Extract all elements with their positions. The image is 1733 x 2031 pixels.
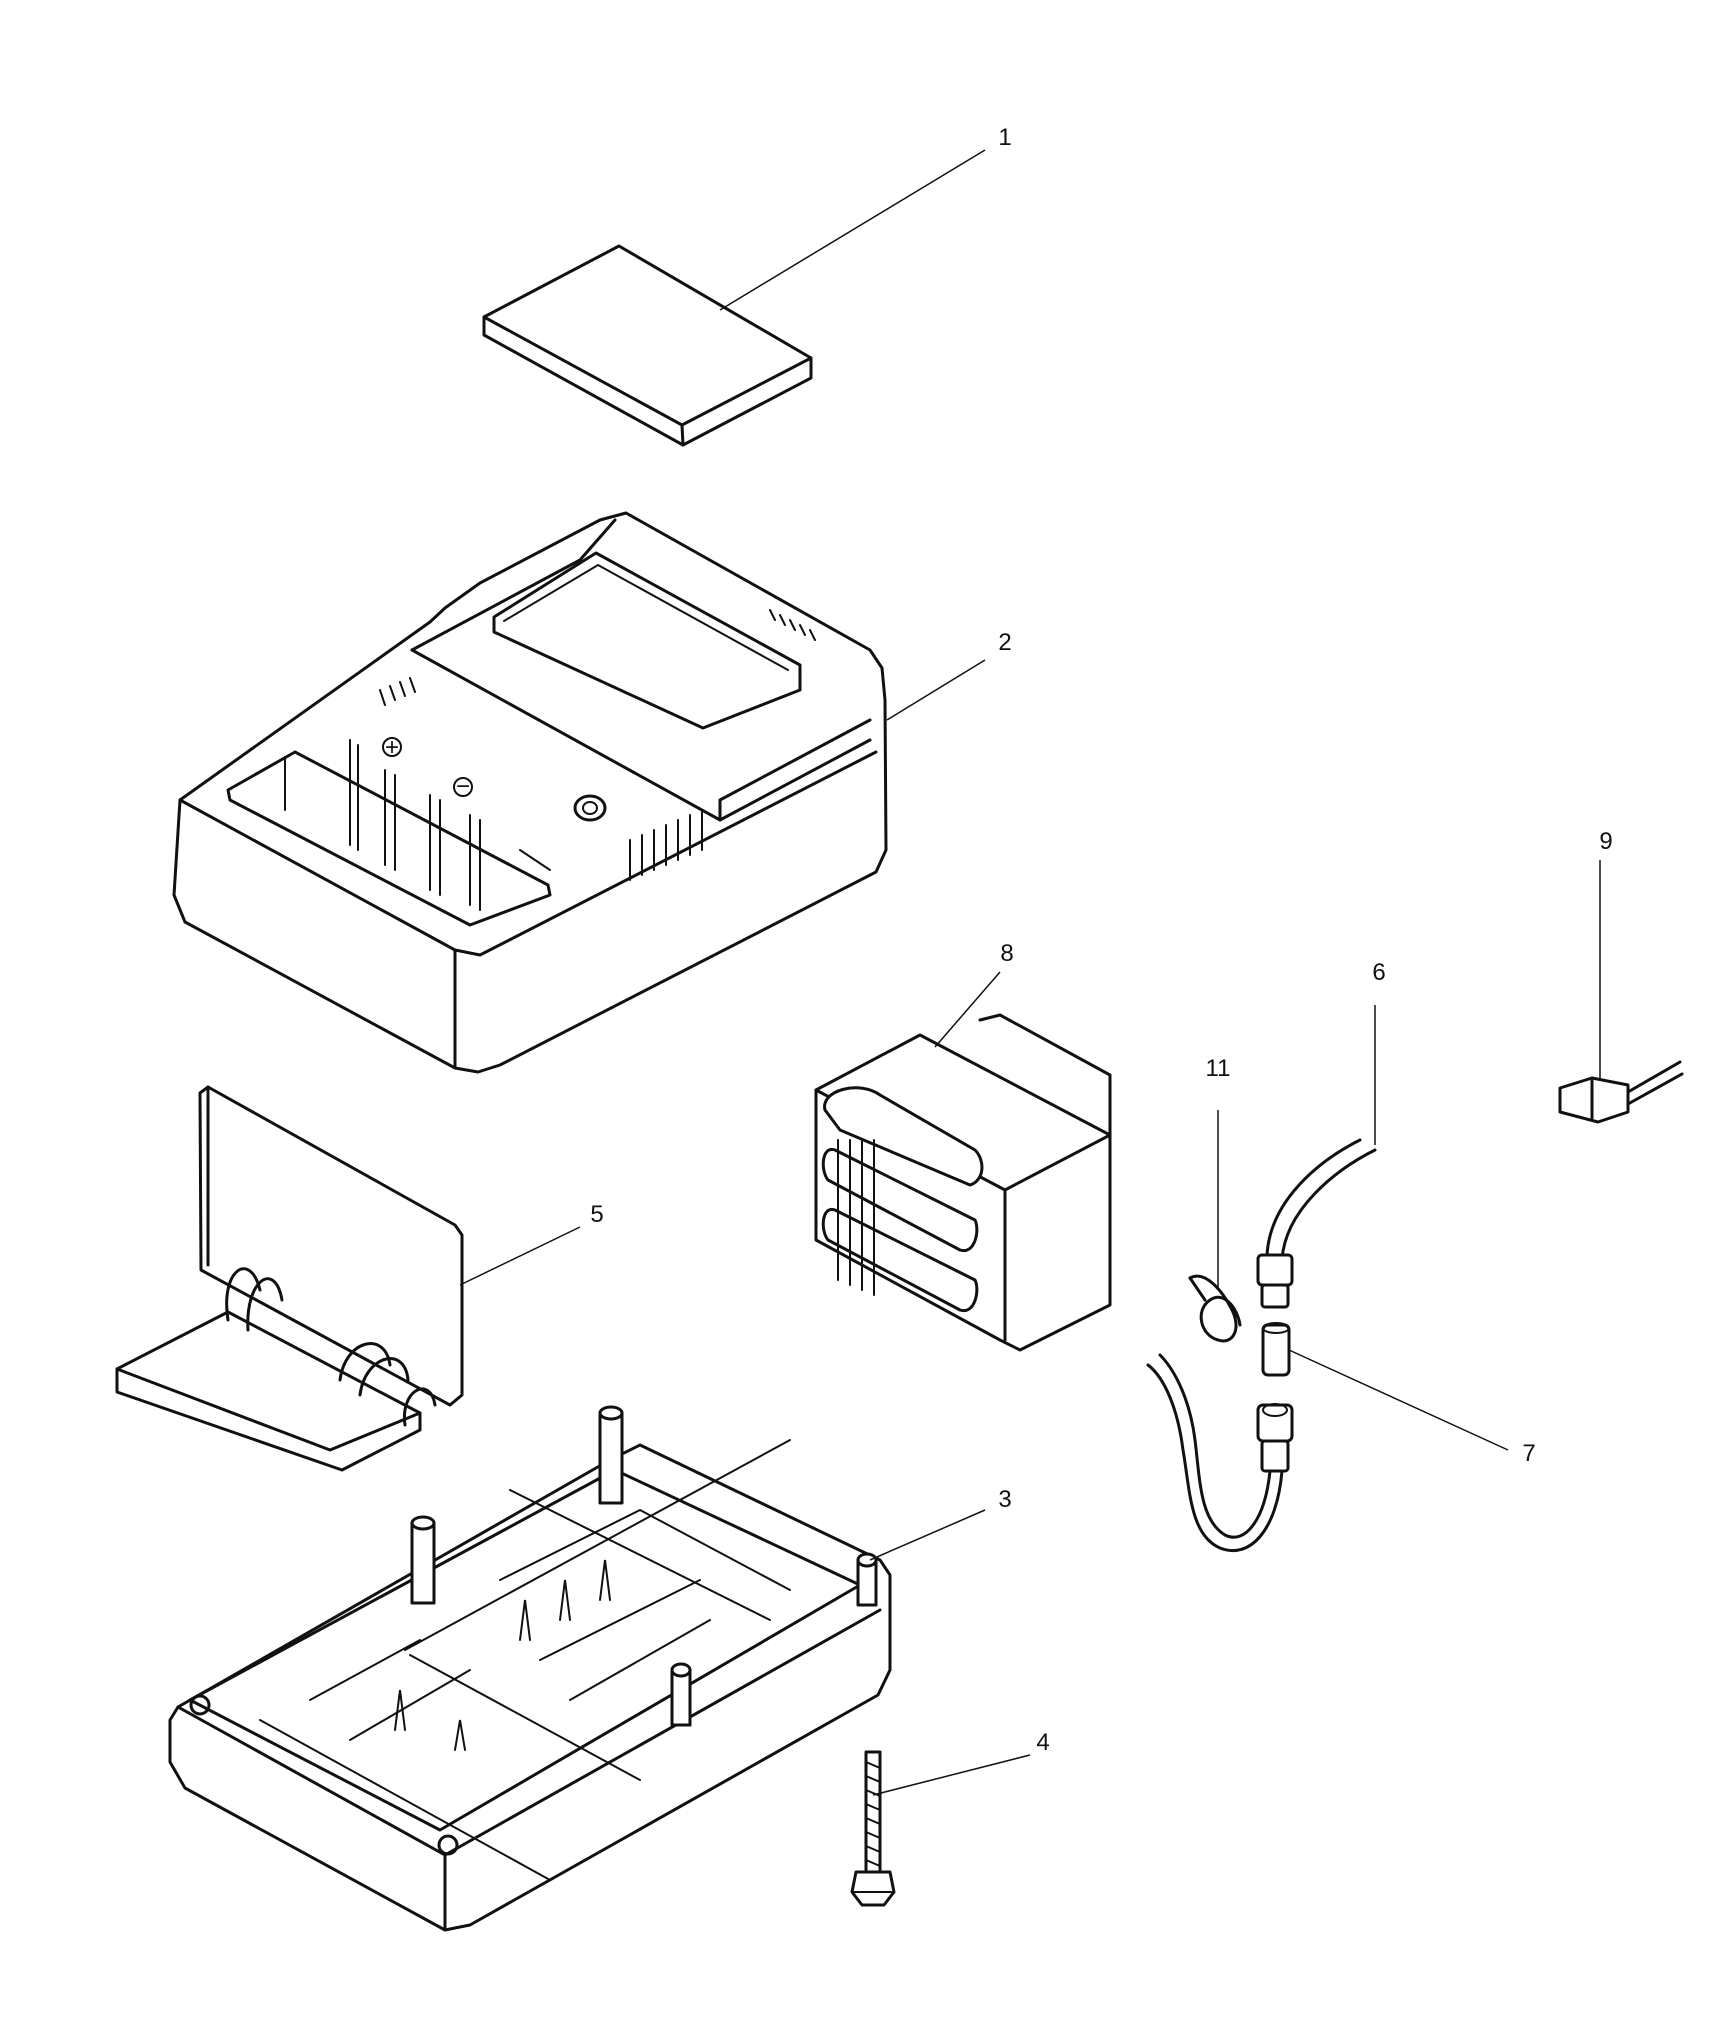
minus-symbol: − bbox=[456, 773, 470, 800]
lower-lead-wire bbox=[1146, 1353, 1294, 1553]
part-11-cable-tie bbox=[1188, 1274, 1242, 1343]
callout-4: 4 bbox=[1036, 1729, 1049, 1756]
callout-numbers: 1 2 3 4 5 6 7 8 9 11 bbox=[590, 124, 1612, 1756]
callout-1: 1 bbox=[998, 124, 1011, 151]
leader-lines bbox=[459, 149, 1601, 1796]
callout-2: 2 bbox=[998, 629, 1011, 656]
callout-6: 6 bbox=[1372, 959, 1385, 986]
part-1-label-plate bbox=[482, 244, 813, 447]
part-5-circuit-board bbox=[115, 1085, 464, 1472]
plus-symbol: + bbox=[385, 734, 399, 761]
part-8-transformer bbox=[814, 1013, 1112, 1352]
part-6-lead-wire bbox=[1256, 1138, 1377, 1309]
part-2-charger-housing: + − bbox=[172, 511, 888, 1074]
part-7-connector-sleeve bbox=[1261, 1322, 1291, 1377]
callout-9: 9 bbox=[1599, 828, 1612, 855]
callout-11: 11 bbox=[1206, 1055, 1231, 1082]
part-9-plug bbox=[1558, 1060, 1684, 1124]
callout-5: 5 bbox=[590, 1201, 603, 1228]
callout-3: 3 bbox=[998, 1486, 1011, 1513]
part-3-base-housing bbox=[168, 1405, 892, 1932]
callout-7: 7 bbox=[1522, 1440, 1535, 1467]
part-4-screw bbox=[850, 1750, 896, 1907]
callout-8: 8 bbox=[1000, 940, 1013, 967]
